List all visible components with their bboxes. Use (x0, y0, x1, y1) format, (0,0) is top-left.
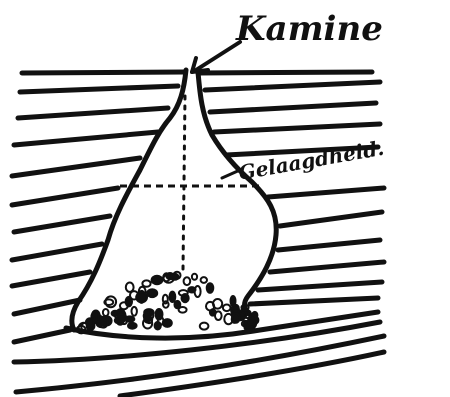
debris-stone (103, 309, 109, 316)
debris-stone (128, 323, 137, 329)
arrow-icon (192, 42, 240, 72)
stratum-line (198, 72, 372, 73)
debris-stone (170, 292, 176, 302)
stratum-line (280, 212, 382, 226)
debris-stone (94, 311, 99, 320)
stratum-line (14, 300, 80, 314)
stratum-line (14, 216, 110, 232)
leader-line (222, 170, 240, 178)
debris-stone (179, 290, 188, 296)
stratum-line (210, 103, 376, 112)
stratum-line (268, 188, 384, 197)
debris-stone (144, 313, 150, 323)
debris-stone (207, 283, 214, 293)
debris-stone (184, 277, 191, 285)
stratum-line (12, 188, 118, 205)
stratum-line (258, 282, 382, 290)
debris-stone (152, 276, 163, 284)
stratum-line (12, 244, 102, 260)
stratum-line (250, 298, 378, 304)
stratum-line (14, 132, 158, 145)
debris-stone (215, 311, 222, 320)
stratum-line (278, 240, 380, 250)
debris-stone (126, 283, 134, 292)
debris-pile (77, 272, 259, 334)
stratum-line (12, 272, 90, 286)
stratum-line (12, 158, 140, 176)
debris-stone (171, 274, 179, 280)
drip-dotted-line (183, 96, 185, 270)
debris-stone (248, 319, 254, 325)
chimney-label: Kamine (235, 9, 383, 49)
debris-stone (142, 280, 150, 286)
debris-stone (231, 296, 236, 306)
strata-right (198, 72, 384, 304)
stratum-line (270, 262, 384, 272)
debris-stone (147, 289, 157, 297)
debris-stone (118, 314, 127, 321)
stratum-line (22, 72, 185, 73)
layering-label: Gelaagdheid. (237, 136, 386, 185)
debris-stone (223, 305, 231, 312)
debris-stone (252, 312, 257, 318)
debris-stone (132, 307, 137, 316)
stratum-line (20, 86, 178, 92)
stratum-line (14, 330, 70, 342)
debris-stone (179, 307, 187, 313)
ground-lines (14, 312, 384, 396)
debris-stone (188, 287, 195, 292)
stratum-line (18, 108, 168, 118)
debris-stone (200, 323, 209, 330)
debris-stone (192, 274, 197, 280)
debris-stone (201, 277, 207, 283)
stratum-line (214, 124, 380, 132)
debris-stone (232, 313, 239, 322)
stratum-line (205, 82, 380, 90)
